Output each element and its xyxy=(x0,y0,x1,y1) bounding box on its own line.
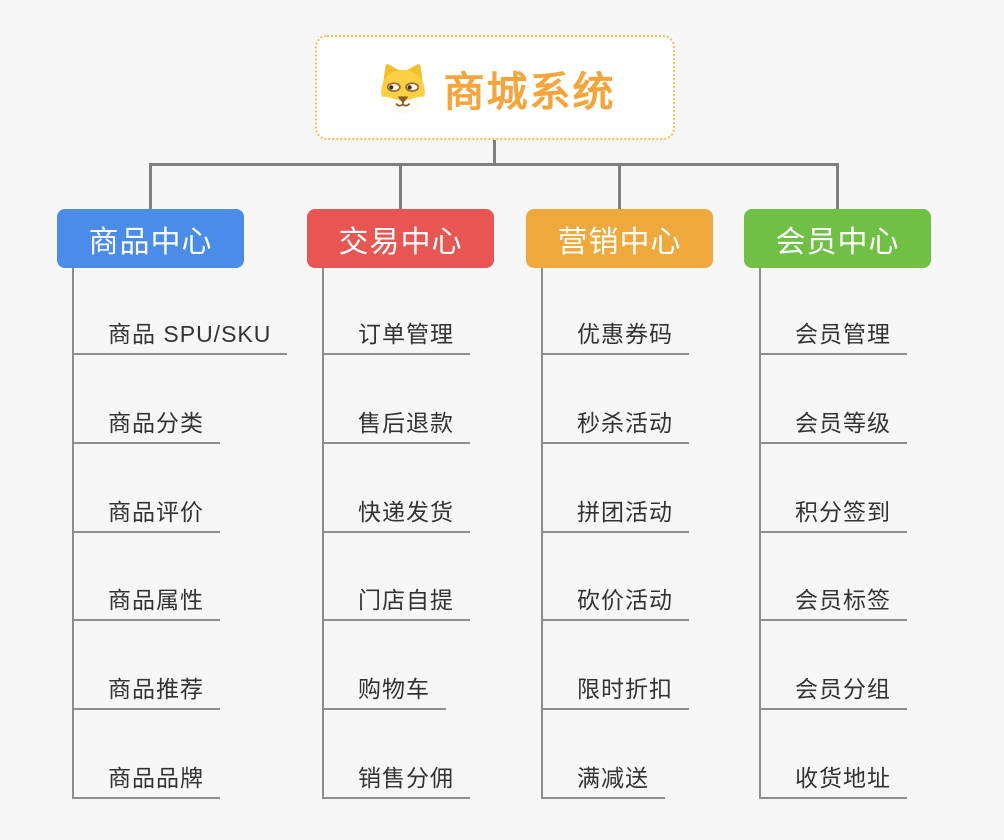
sub-topic[interactable]: 会员管理 xyxy=(759,321,907,355)
sub-topic[interactable]: 优惠券码 xyxy=(541,321,689,355)
branch-topic[interactable]: 交易中心 xyxy=(307,209,494,268)
branch-topic[interactable]: 商品中心 xyxy=(57,209,244,268)
sub-topic[interactable]: 商品品牌 xyxy=(72,765,220,799)
sub-topic[interactable]: 销售分佣 xyxy=(322,765,470,799)
connector-root-stub xyxy=(493,140,496,164)
sub-topic[interactable]: 商品分类 xyxy=(72,410,220,444)
sub-topic[interactable]: 商品评价 xyxy=(72,499,220,533)
sub-topic[interactable]: 会员分组 xyxy=(759,676,907,710)
sub-topic[interactable]: 拼团活动 xyxy=(541,499,689,533)
connector-drop xyxy=(399,163,402,209)
root-topic-title: 商城系统 xyxy=(443,68,616,115)
connector-trunk xyxy=(322,268,324,799)
sub-topic[interactable]: 收货地址 xyxy=(759,765,907,799)
connector-drop xyxy=(836,163,839,209)
root-topic[interactable]: 商城系统 xyxy=(315,35,675,140)
sub-topic[interactable]: 砍价活动 xyxy=(541,587,689,621)
connector-drop xyxy=(149,163,152,209)
sub-topic[interactable]: 会员等级 xyxy=(759,410,907,444)
branch-topic[interactable]: 营销中心 xyxy=(526,209,713,268)
connector-trunk xyxy=(759,268,761,799)
sub-topic[interactable]: 限时折扣 xyxy=(541,676,689,710)
sub-topic[interactable]: 会员标签 xyxy=(759,587,907,621)
sub-topic[interactable]: 快递发货 xyxy=(322,499,470,533)
sub-topic[interactable]: 秒杀活动 xyxy=(541,410,689,444)
branch-topic[interactable]: 会员中心 xyxy=(744,209,931,268)
connector-trunk xyxy=(541,268,543,799)
shiba-dog-icon xyxy=(380,63,425,113)
connector-rail xyxy=(149,163,839,166)
sub-topic[interactable]: 商品 SPU/SKU xyxy=(72,321,288,355)
sub-topic[interactable]: 订单管理 xyxy=(322,321,470,355)
sub-topic[interactable]: 商品推荐 xyxy=(72,676,220,710)
sub-topic[interactable]: 门店自提 xyxy=(322,587,470,621)
sub-topic[interactable]: 售后退款 xyxy=(322,410,470,444)
sub-topic[interactable]: 购物车 xyxy=(322,676,446,710)
connector-trunk xyxy=(72,268,74,799)
sub-topic[interactable]: 满减送 xyxy=(541,765,665,799)
sub-topic[interactable]: 积分签到 xyxy=(759,499,907,533)
sub-topic[interactable]: 商品属性 xyxy=(72,587,220,621)
connector-drop xyxy=(618,163,621,209)
